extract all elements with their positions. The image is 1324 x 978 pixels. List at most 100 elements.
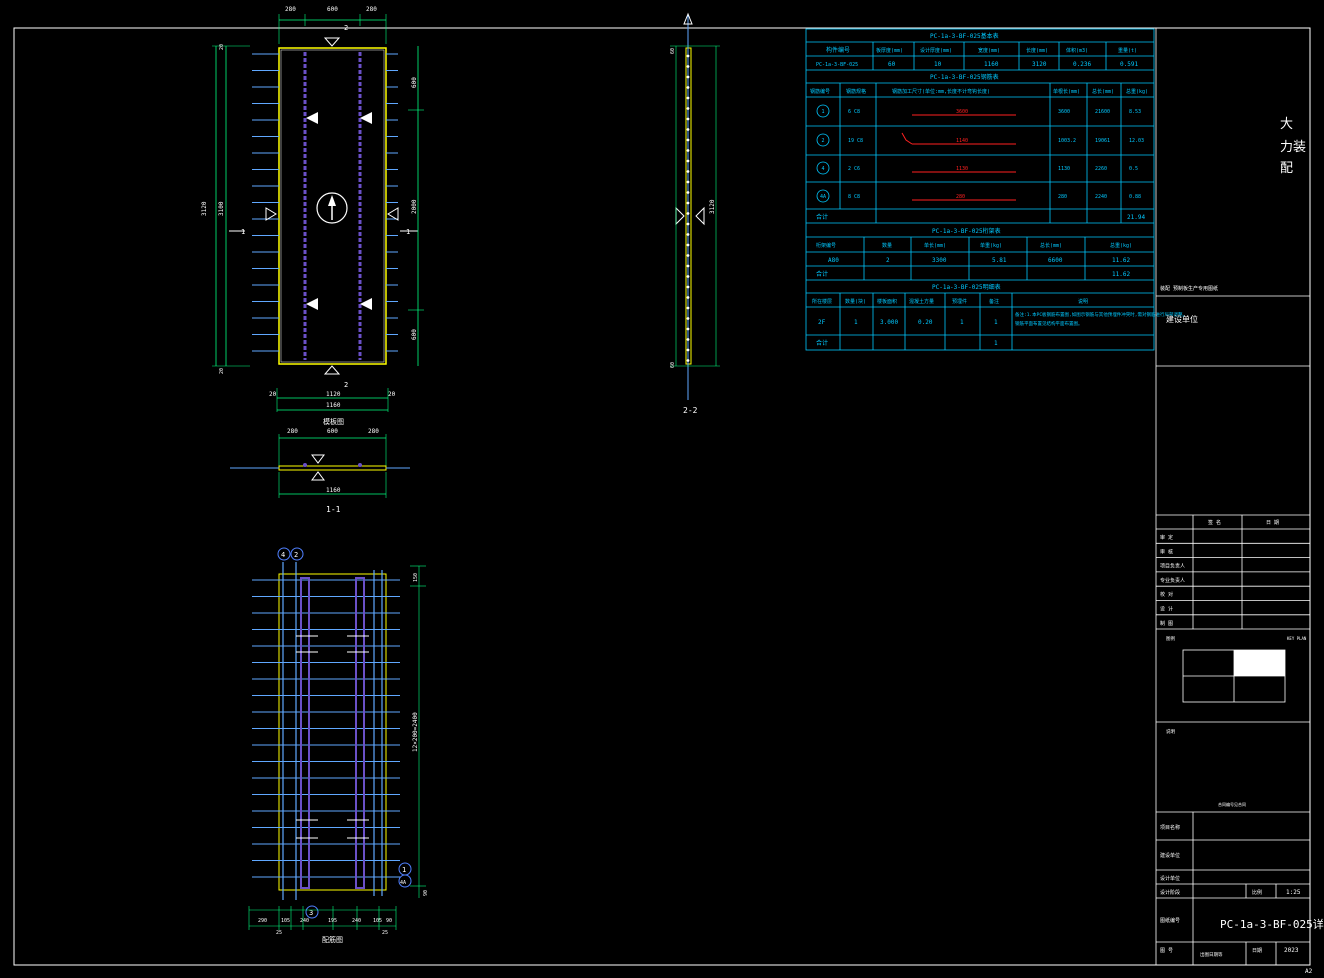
dim-right-2: 600 (411, 329, 418, 340)
rebar-row-3-cell-4: 2240 (1095, 194, 1107, 200)
tbl3-c5: 11.62 (1112, 257, 1130, 264)
date-label: 日期 (1252, 948, 1262, 954)
rebar-row-0-cell-5: 8.53 (1129, 109, 1141, 115)
design-label: 设计单位 (1160, 875, 1180, 882)
tbl4-title: PC-1a-3-BF-025明细表 (932, 283, 1001, 291)
company-line-1: 大 (1280, 117, 1293, 132)
tbl4-h6: 说明 (1078, 298, 1088, 305)
drawing-no-label: 图纸编号 (1160, 917, 1180, 924)
rebar-row-1-cell-0: 2 (821, 138, 824, 144)
tbl2-h0: 钢筋编号 (810, 88, 830, 95)
section-2-label: 2-2 (683, 406, 698, 415)
tbl1-h1: 板厚度(mm) (876, 47, 903, 54)
bubble-4: 4 (281, 551, 285, 559)
company-line-3: 配 (1280, 161, 1293, 176)
bubble-4a: 4A (400, 880, 406, 886)
panel-outline (278, 47, 387, 365)
cut-label-2-bottom: 2 (344, 381, 348, 389)
rebar-bot-3: 195 (328, 918, 337, 924)
sign-row-1: 审 核 (1160, 548, 1173, 555)
rebar-bot-4: 240 (352, 918, 361, 924)
sign-row-3: 专业负责人 (1160, 577, 1185, 584)
rebar-row-2-cell-3: 1130 (1058, 166, 1070, 172)
rebar-view-label: 配筋图 (322, 935, 343, 944)
tbl1-title: PC-1a-3-BF-025基本表 (930, 32, 999, 40)
cut-label-2-top: 2 (344, 24, 348, 32)
tbl4-h2: 楼板面积 (877, 298, 897, 305)
scale-label: 比例 (1252, 889, 1262, 896)
rebar-bot2-1: 25 (382, 930, 388, 936)
side-edge-top: 60 (670, 48, 676, 54)
section-1-label: 1-1 (326, 505, 341, 514)
tbl3-h3: 单重(kg) (980, 242, 1002, 249)
tbl3-c2: 3300 (932, 257, 947, 264)
tbl1-h0: 构件编号 (826, 46, 850, 54)
dim-h-left: 3100 (218, 201, 225, 216)
plan-view-label: 模板图 (323, 417, 344, 426)
dim-right-0: 600 (411, 77, 418, 88)
company-line-2: 力装 (1280, 140, 1306, 155)
rebar-row-1-cell-4: 19061 (1095, 138, 1110, 144)
dim-right-1: 2000 (411, 199, 418, 214)
notes-label: 说明 (1166, 728, 1175, 735)
rebar-bot-6: 90 (386, 918, 392, 924)
dim-top-1: 600 (327, 6, 338, 13)
sign-row-4: 校 对 (1160, 591, 1173, 598)
drawing-title: PC-1a-3-BF-025详图 (1220, 917, 1324, 931)
tbl3-h1: 数量 (882, 242, 892, 249)
contract-label: 合同编号见合同 (1218, 801, 1246, 807)
tbl2-h4: 总长(mm) (1092, 88, 1114, 95)
rebar-right-1: 12×200=2400 (412, 712, 419, 752)
rebar-row-1-cell-5: 12.03 (1129, 138, 1144, 144)
rebar-bot-1: 105 (281, 918, 290, 924)
rebar-bot-5: 105 (373, 918, 382, 924)
tbl3-h5: 总重(kg) (1110, 242, 1132, 249)
sec-dim-2: 280 (368, 428, 379, 435)
rebar-row-0-cell-0: 1 (821, 109, 824, 115)
dim-total-w: 1160 (326, 402, 341, 409)
drawing-border (13, 27, 1311, 966)
rebar-bot2-0: 25 (276, 930, 282, 936)
tbl4-c5: 1 (994, 319, 998, 326)
sign-row-0: 审 定 (1160, 534, 1173, 541)
tbl3-c1: 2 (886, 257, 890, 264)
tbl4-c2: 3.000 (880, 319, 898, 326)
tbl4-total-value: 1 (994, 340, 998, 347)
footer-mid: 出图日期等 (1200, 951, 1223, 958)
key-plan-label: KEY PLAN (1287, 636, 1307, 641)
tbl4-h1: 数量(块) (845, 298, 866, 305)
tbl2-h5: 总重(kg) (1126, 88, 1148, 95)
tbl2-h3: 单根长(mm) (1053, 88, 1080, 95)
tbl3-total-label: 合计 (816, 270, 828, 278)
tbl1-c0: PC-1a-3-BF-025 (816, 62, 858, 68)
dim-top-2: 280 (366, 6, 377, 13)
tbl3-title: PC-1a-3-BF-025桁架表 (932, 227, 1001, 235)
dim-edge-top: 20 (219, 44, 225, 50)
tbl3-h2: 单长(mm) (924, 242, 946, 249)
dim-total-h: 3120 (201, 201, 208, 216)
tbl2-h1: 钢筋规格 (846, 88, 866, 95)
tbl4-c3: 0.20 (918, 319, 933, 326)
rebar-row-1-cell-2: 1140 (956, 138, 968, 144)
rebar-row-3-cell-1: 8 C8 (848, 194, 860, 200)
dim-edge-bottom: 20 (219, 368, 225, 374)
dim-bottom-0: 20 (269, 391, 277, 398)
rebar-row-1-cell-1: 19 C8 (848, 138, 863, 144)
rebar-row-2-cell-0: 4 (821, 166, 824, 172)
tbl4-c1: 1 (854, 319, 858, 326)
plan-view: 1 1 2 2 280 600 280 20 1120 20 1160 模板图 … (201, 6, 424, 426)
tbl3-h0: 桁架编号 (816, 242, 836, 249)
sign-row-5: 设 计 (1160, 606, 1173, 613)
sec-dim-0: 280 (287, 428, 298, 435)
address-note: 装配 预制板生产专用图纸 (1160, 285, 1218, 292)
rebar-row-3-cell-3: 280 (1058, 194, 1067, 200)
scale-value: 1:25 (1286, 889, 1301, 896)
rebar-row-0-cell-1: 6 C8 (848, 109, 860, 115)
tbl4-note2: 钢筋平面布置见结构平面布置图。 (1015, 320, 1083, 327)
rebar-row-2-cell-2: 1130 (956, 166, 968, 172)
bubble-2: 2 (294, 551, 298, 559)
build-unit-label: 建设单位 (1166, 314, 1198, 324)
tbl4-h3: 混凝土方量 (909, 298, 934, 305)
rebar-right-0: 150 (413, 573, 419, 582)
